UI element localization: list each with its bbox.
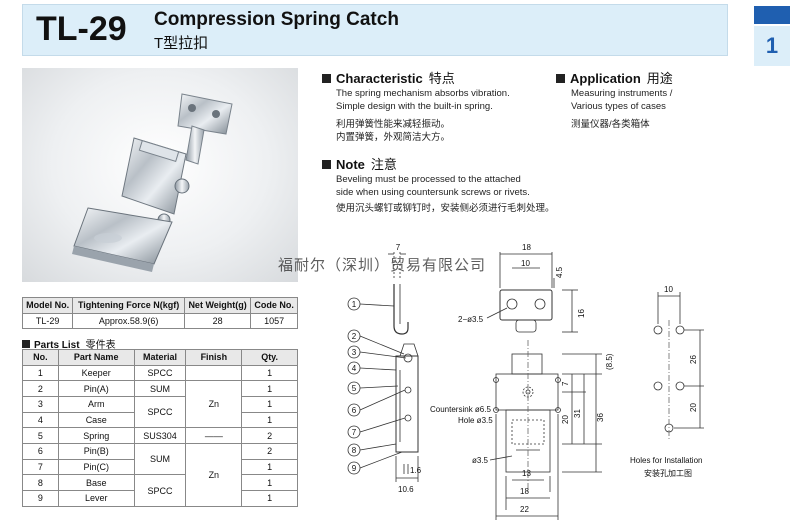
front-dim-31: 31 bbox=[573, 409, 582, 418]
finish-zn-cell: Zn bbox=[185, 442, 243, 507]
front-view bbox=[489, 340, 602, 520]
keeper-holes-label: 2−ø3.5 bbox=[458, 315, 484, 324]
balloon-7: 7 bbox=[352, 428, 357, 437]
install-dim-26: 26 bbox=[689, 355, 698, 364]
square-bullet-icon bbox=[556, 74, 565, 83]
product-title: Compression Spring Catch bbox=[154, 9, 399, 30]
characteristic-text: The spring mechanism absorbs vibration. … bbox=[336, 88, 510, 143]
balloon-8: 8 bbox=[352, 446, 357, 455]
parts-table-header: No. Part Name Material Finish Qty. bbox=[22, 349, 298, 366]
front-phi-label: ø3.5 bbox=[472, 456, 489, 465]
installation-label-cn: 安装孔加工图 bbox=[644, 468, 692, 478]
front-dim-8-5: (8.5) bbox=[605, 353, 614, 370]
keeper-top-view bbox=[486, 252, 578, 333]
model-code: TL-29 bbox=[36, 10, 127, 48]
keeper-dim-4-5: 4.5 bbox=[555, 266, 564, 278]
side-view-keeper bbox=[388, 252, 409, 335]
spec-table: Model No. Tightening Force N(kgf) Net We… bbox=[21, 297, 298, 329]
square-bullet-icon bbox=[22, 340, 30, 348]
dim-7: 7 bbox=[396, 243, 401, 252]
spring-catch-photo-illustration bbox=[72, 93, 233, 272]
spec-table-row: TL-29 Approx.58.9(6) 28 1057 bbox=[21, 312, 298, 329]
install-dim-20: 20 bbox=[689, 403, 698, 412]
balloon-6: 6 bbox=[352, 406, 357, 415]
balloon-2: 2 bbox=[352, 332, 357, 341]
keeper-dim-10: 10 bbox=[521, 259, 530, 268]
front-dim-18: 18 bbox=[520, 487, 529, 496]
hole-label: Hole ø3.5 bbox=[458, 416, 493, 425]
header-band bbox=[22, 4, 728, 56]
balloon-4: 4 bbox=[352, 364, 357, 373]
front-dim-20: 20 bbox=[561, 415, 570, 424]
application-text: Measuring instruments / Various types of… bbox=[571, 88, 673, 130]
side-view-body bbox=[395, 343, 419, 482]
technical-drawing: 7 1.6 10.6 1 2 3 4 5 6 7 8 9 bbox=[347, 243, 704, 520]
square-bullet-icon bbox=[322, 160, 331, 169]
product-photo bbox=[22, 68, 298, 282]
finish-dash-cell: —— bbox=[185, 427, 243, 444]
front-dim-22: 22 bbox=[520, 505, 529, 514]
installation-label: Holes for Installation bbox=[630, 456, 702, 465]
installation-holes-drawing bbox=[653, 292, 704, 440]
keeper-dim-16: 16 bbox=[577, 309, 586, 318]
balloon-5: 5 bbox=[352, 384, 357, 393]
chapter-tab[interactable]: 1 bbox=[754, 24, 790, 66]
front-dim-36: 36 bbox=[596, 413, 605, 422]
watermark: 福耐尔（深圳）贸易有限公司 bbox=[278, 256, 487, 274]
spec-table-header: Model No. Tightening Force N(kgf) Net We… bbox=[21, 297, 298, 314]
product-subtitle: T型拉扣 bbox=[154, 35, 209, 52]
balloon-9: 9 bbox=[352, 464, 357, 473]
countersink-label: Countersink ø6.5 bbox=[430, 405, 491, 414]
front-dim-7: 7 bbox=[561, 381, 570, 386]
balloon-3: 3 bbox=[352, 348, 357, 357]
finish-zn-cell: Zn bbox=[185, 380, 243, 429]
chapter-strip bbox=[754, 6, 790, 24]
square-bullet-icon bbox=[322, 74, 331, 83]
install-dim-10: 10 bbox=[664, 285, 673, 294]
part-balloons bbox=[347, 297, 407, 475]
balloon-1: 1 bbox=[352, 300, 357, 309]
keeper-dim-18: 18 bbox=[522, 243, 531, 252]
dim-10-6: 10.6 bbox=[398, 485, 414, 494]
note-text: Beveling must be processed to the attach… bbox=[336, 174, 555, 214]
dim-1-6: 1.6 bbox=[410, 466, 422, 475]
front-dim-13: 13 bbox=[522, 469, 531, 478]
